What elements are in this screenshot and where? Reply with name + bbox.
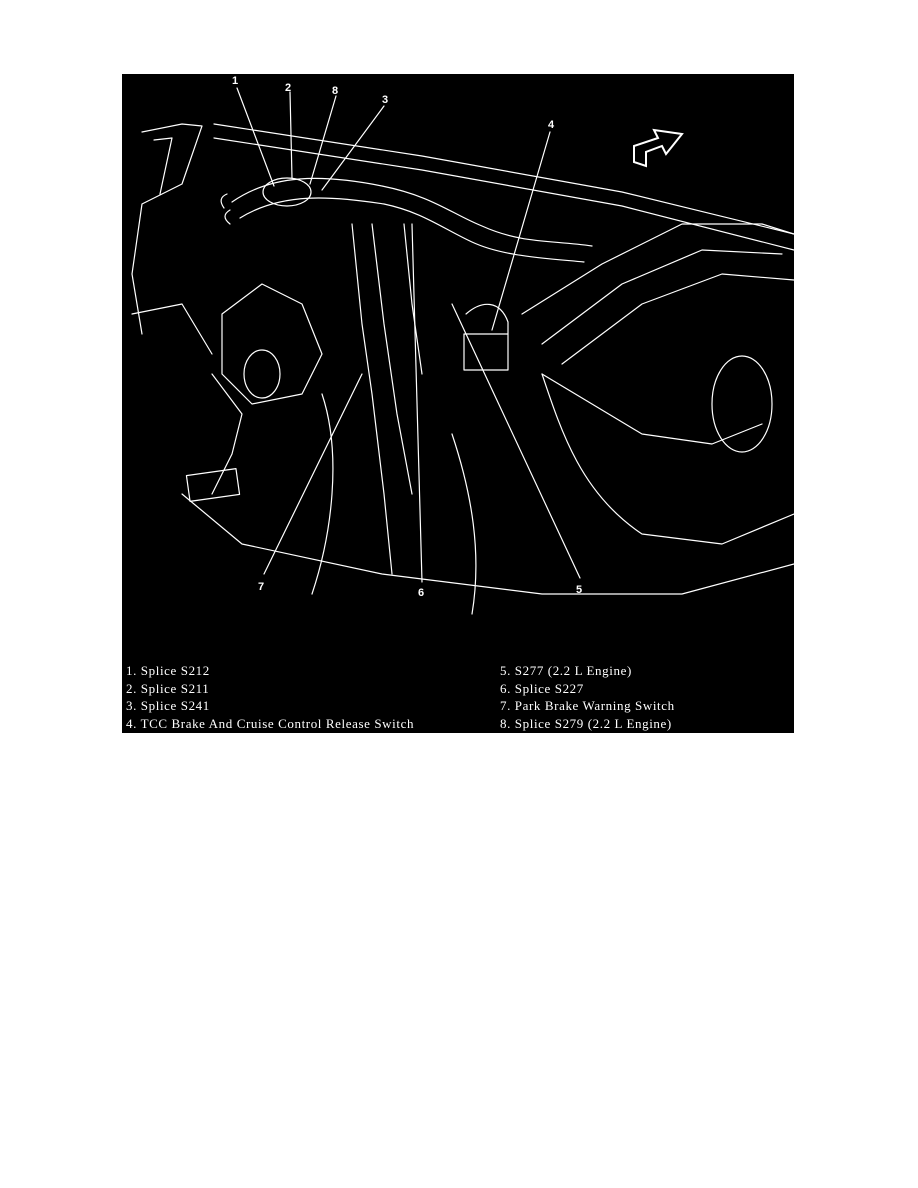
- tcc-switch-block: [463, 333, 509, 371]
- leader-5: [451, 303, 581, 579]
- left-panel: [131, 123, 203, 335]
- wiring-harness-lower: [239, 197, 585, 263]
- legend-item: 5. S277 (2.2 L Engine): [500, 663, 632, 678]
- park-brake-arm: [211, 373, 243, 495]
- harness-loose-wires: [220, 193, 231, 225]
- dashboard-edge-lower: [213, 137, 794, 251]
- steering-column: [521, 223, 794, 315]
- legend-right-column: 5. S277 (2.2 L Engine) 6. Splice S227 7.…: [500, 662, 675, 732]
- leader-2: [289, 91, 293, 179]
- callout-4: 4: [548, 119, 555, 131]
- callout-8: 8: [332, 85, 339, 97]
- leader-3: [321, 105, 385, 191]
- splice-s212-wrap: [262, 177, 312, 207]
- callout-6: 6: [418, 587, 425, 599]
- kick-panel: [131, 303, 213, 355]
- column-shroud: [541, 373, 794, 545]
- console-outline: [311, 393, 334, 595]
- column-hub: [711, 355, 773, 453]
- legend-item: 7. Park Brake Warning Switch: [500, 698, 675, 713]
- harness-drop-3: [403, 223, 423, 375]
- legend-item: 8. Splice S279 (2.2 L Engine): [500, 715, 672, 731]
- diagram-figure: 1 2 8 3 4 7 6 5 1. Splice S212 2. Splice…: [122, 74, 794, 733]
- legend-item: 3. Splice S241: [126, 698, 210, 713]
- callout-1: 1: [232, 75, 239, 87]
- legend-item: 6. Splice S227: [500, 680, 584, 696]
- park-brake-assembly: [221, 283, 323, 405]
- legend-left-column: 1. Splice S212 2. Splice S211 3. Splice …: [126, 662, 414, 732]
- leader-1: [236, 87, 275, 187]
- leader-6: [411, 223, 423, 583]
- switch-connector: [465, 303, 509, 335]
- console-outline-2: [451, 433, 477, 615]
- wiring-illustration: [131, 87, 794, 615]
- brake-pedal: [185, 468, 241, 502]
- steering-column-2: [541, 249, 783, 345]
- harness-drop-2: [371, 223, 413, 495]
- floor-line: [181, 493, 794, 595]
- harness-drop: [351, 223, 393, 575]
- left-panel-inner: [153, 137, 173, 195]
- direction-arrow-icon: [633, 128, 684, 168]
- callout-3: 3: [382, 94, 389, 106]
- legend-item: 2. Splice S211: [126, 680, 210, 696]
- dashboard-edge: [213, 123, 794, 235]
- callout-5: 5: [576, 584, 583, 596]
- wiring-harness: [231, 177, 593, 247]
- callout-7: 7: [258, 581, 265, 593]
- steering-column-3: [561, 273, 794, 365]
- column-bracket: [541, 373, 763, 445]
- pedal-pivot: [243, 349, 281, 399]
- legend-item: 4. TCC Brake And Cruise Control Release …: [126, 715, 415, 731]
- leader-4: [491, 131, 551, 331]
- legend-item: 1. Splice S212: [126, 663, 210, 678]
- callout-2: 2: [285, 82, 292, 94]
- leader-8: [309, 95, 337, 185]
- leader-7: [263, 373, 363, 575]
